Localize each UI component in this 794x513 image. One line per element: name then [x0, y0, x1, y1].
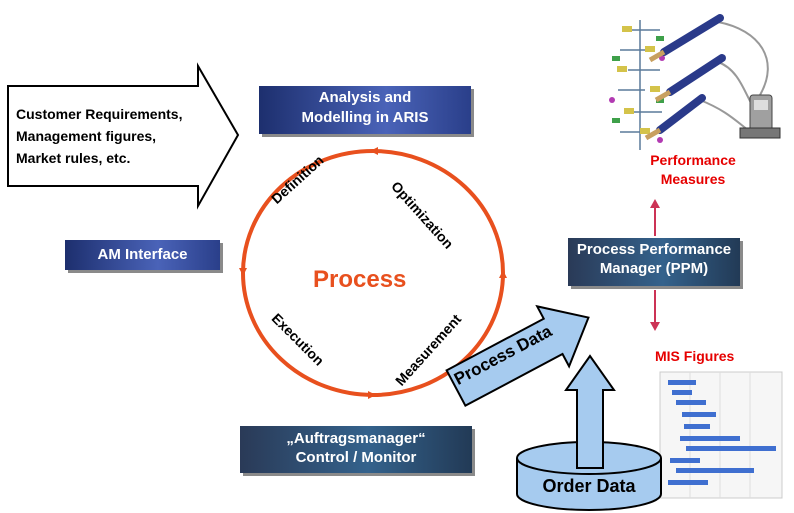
cycle-arc-execution [241, 272, 376, 399]
performance-measures-label: Performance Measures [650, 152, 736, 187]
auftragsmanager-box: „Auftragsmanager“ Control / Monitor [240, 426, 472, 473]
input-arrow-text: Customer Requirements, Management figure… [16, 106, 183, 166]
order-data-label: Order Data [542, 476, 636, 496]
ppm-box: Process Performance Manager (PPM) [568, 238, 740, 286]
cycle-arc-optimization [370, 147, 505, 274]
cycle-arc-definition [239, 149, 374, 276]
am-interface-box: AM Interface [65, 240, 220, 270]
cycle-arc-measurement [372, 270, 507, 397]
analysis-modelling-box: Analysis and Modelling in ARIS [259, 86, 471, 134]
mis-figures-label: MIS Figures [655, 348, 735, 364]
process-center-label: Process [313, 266, 407, 293]
